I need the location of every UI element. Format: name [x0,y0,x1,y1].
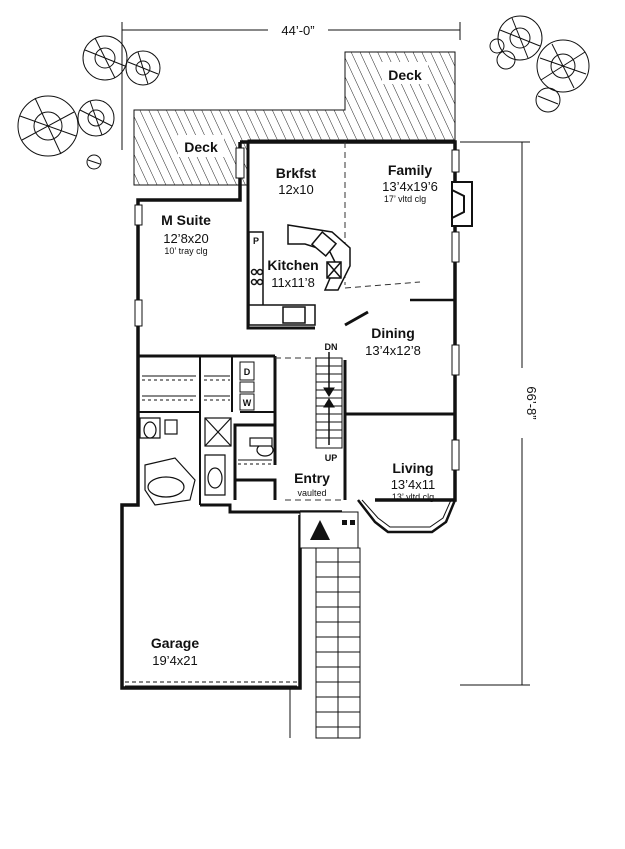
master-bath [139,417,232,506]
deck-left-label: Deck [184,139,218,155]
pantry-label: P [253,236,259,246]
msuite-name: M Suite [161,212,211,228]
garage-door [125,681,297,687]
kitchen-name: Kitchen [267,257,318,273]
living-note: 13’ vltd clg [392,492,434,502]
stairs-down-label: DN [325,342,338,352]
laundry [239,361,255,411]
room-divisions [275,142,421,501]
front-walkway [289,547,361,739]
depth-dimension: 66’-8” [460,141,539,686]
windows [134,147,460,471]
dryer-label: D [244,367,251,377]
half-bath [249,437,274,457]
family-dim: 13’4x19’6 [382,179,438,194]
washer-label: W [243,398,252,408]
entry-name: Entry [294,470,330,486]
garage-dim: 19’4x21 [152,653,198,668]
dining-name: Dining [371,325,415,341]
living-bay-window [357,499,457,534]
stairs [315,352,343,449]
deck-area: Deck Deck [133,51,456,186]
brkfst-name: Brkfst [276,165,317,181]
stairs-up-label: UP [325,453,338,463]
msuite-note: 10’ tray clg [164,246,207,256]
width-dimension-label: 44’-0” [281,23,314,38]
kitchen-dim: 11x11’8 [271,275,315,290]
dining-dim: 13’4x12’8 [365,343,421,358]
fireplace [451,181,473,227]
closets [142,375,272,465]
width-dimension: 44’-0” [121,22,461,150]
living-name: Living [392,460,433,476]
living-dim: 13’4x11 [391,477,436,492]
kitchen-cabinets [248,224,351,326]
deck-right-label: Deck [388,67,422,83]
family-name: Family [388,162,433,178]
room-labels: Brkfst 12x10 Family 13’4x19’6 17’ vltd c… [151,162,438,668]
entry-note: vaulted [297,488,326,498]
tree-cluster-left [17,35,161,170]
interior-walls [138,142,455,514]
msuite-dim: 12’8x20 [163,231,209,246]
family-note: 17’ vltd clg [384,194,426,204]
garage-name: Garage [151,635,199,651]
tree-cluster-right [489,15,590,113]
brkfst-dim: 12x10 [278,182,313,197]
depth-dimension-label: 66’-8” [524,386,539,419]
front-porch [299,511,359,549]
